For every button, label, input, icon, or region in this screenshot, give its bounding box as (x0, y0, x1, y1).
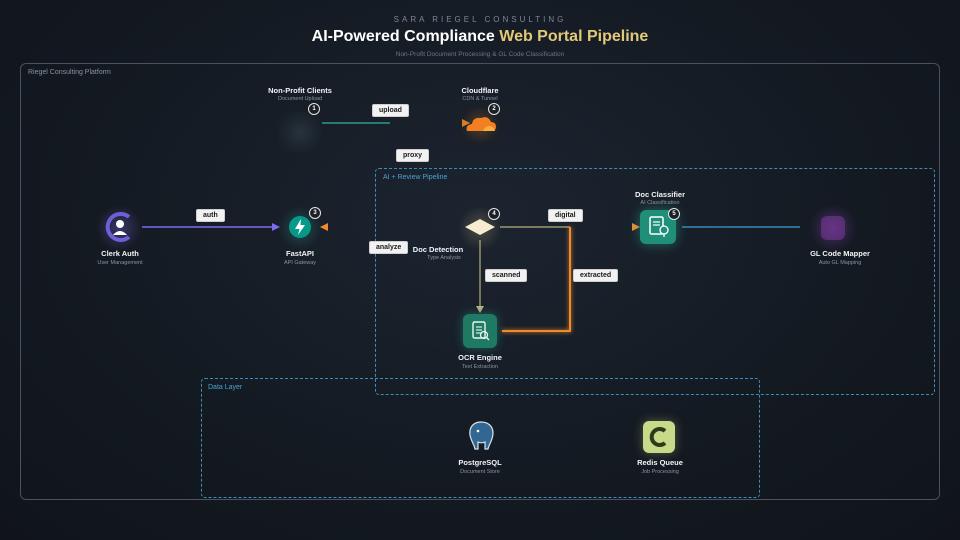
arrow-classifier (632, 223, 640, 231)
elephant-icon (469, 421, 494, 450)
redis-sub: Job Processing (641, 469, 679, 475)
redis-node-tile (643, 421, 675, 453)
platform-label: Riegel Consulting Platform (28, 69, 111, 76)
pipeline-group-label: AI + Review Pipeline (383, 174, 448, 181)
clients-name: Non-Profit Clients (268, 86, 332, 95)
mapper-icon (821, 216, 845, 240)
platform-panel (20, 63, 940, 500)
redis-name: Redis Queue (637, 458, 683, 467)
title-main: AI-Powered Compliance (311, 28, 500, 45)
page-subtitle: Non-Profit Document Processing & GL Code… (395, 51, 565, 58)
clients-node-tile (278, 112, 322, 152)
lightning-icon (289, 216, 311, 238)
mapper-sub: Auto GL Mapping (818, 260, 862, 266)
mapper-name: GL Code Mapper (810, 249, 870, 258)
diamond-decision-icon (465, 219, 495, 235)
document-bulb-icon (649, 216, 669, 237)
ocr-sub: Text Extraction (461, 364, 499, 370)
postgres-name: PostgreSQL (458, 458, 502, 467)
page-title: AI-Powered Compliance Web Portal Pipelin… (0, 28, 960, 46)
postgres-sub: Document Store (460, 469, 500, 475)
detection-badge: 4 (488, 208, 500, 220)
label-auth: auth (196, 209, 225, 222)
arrow-auth (272, 223, 280, 231)
label-digital: digital (548, 209, 583, 222)
cloudflare-name: Cloudflare (461, 86, 499, 95)
fastapi-sub: API Gateway (283, 260, 317, 266)
clerk-logo-icon (105, 212, 131, 242)
arrow-ocr (476, 306, 484, 313)
cloud-icon (466, 117, 496, 131)
data-layer-group (201, 378, 760, 498)
title-highlight: Web Portal Pipeline (499, 28, 649, 45)
ocr-name: OCR Engine (458, 353, 502, 362)
data-layer-label: Data Layer (208, 384, 243, 391)
document-scan-icon (472, 321, 490, 341)
arrow-fastapi (320, 223, 328, 231)
arrow-cloudflare (462, 119, 470, 127)
cloudflare-badge: 2 (488, 103, 500, 115)
classifier-name: Doc Classifier (634, 190, 686, 199)
clerk-name: Clerk Auth (101, 249, 139, 258)
brand-name: SARA RIEGEL CONSULTING (393, 15, 567, 24)
edge-extracted (502, 227, 571, 332)
detection-name: Doc Detection (412, 245, 464, 254)
classifier-badge: 5 (668, 208, 680, 220)
ocr-node-tile (463, 314, 497, 348)
label-scanned: scanned (485, 269, 528, 282)
label-extracted: extracted (573, 269, 619, 282)
label-proxy: proxy (396, 149, 430, 162)
clients-badge: 1 (308, 103, 320, 115)
clerk-sub: User Management (97, 260, 143, 266)
clients-sub: Document Upload (277, 96, 323, 102)
label-analyze: analyze (369, 241, 409, 254)
detection-sub: Type Analysis (427, 255, 461, 261)
classifier-sub: AI Classification (640, 200, 680, 206)
label-upload: upload (372, 104, 409, 117)
fastapi-name: FastAPI (286, 249, 314, 258)
fastapi-badge: 3 (309, 207, 321, 219)
letter-c-icon (649, 427, 667, 447)
pipeline-group (375, 168, 935, 395)
cloudflare-sub: CDN & Tunnel (462, 96, 498, 102)
